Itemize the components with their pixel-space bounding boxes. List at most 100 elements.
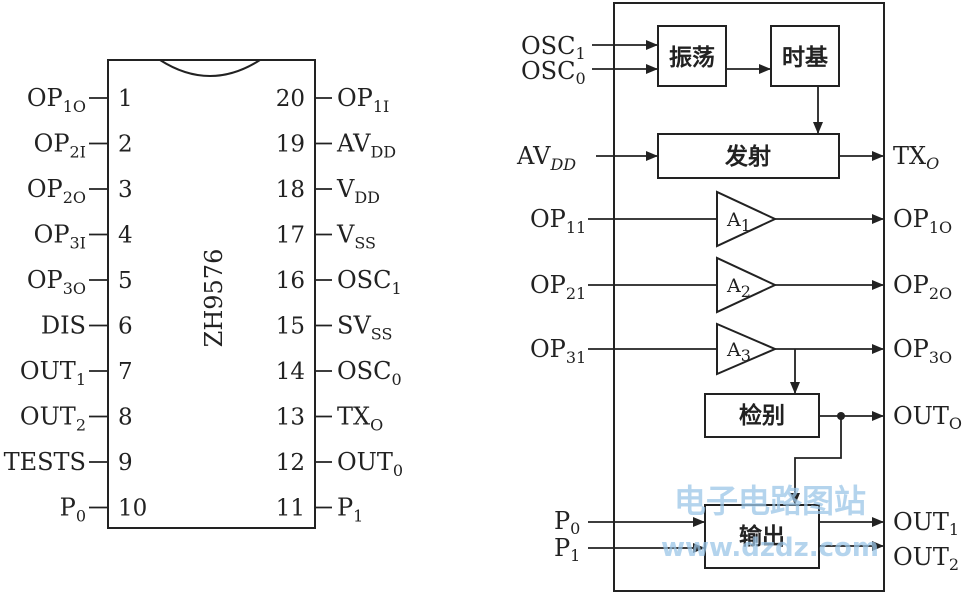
oscillator-block: 振荡 bbox=[657, 25, 727, 87]
right-pin-20: 20 OP1I bbox=[276, 84, 390, 116]
pin-number: 3 bbox=[118, 177, 133, 203]
detect-block: 检别 bbox=[704, 393, 820, 438]
left-pin-4: 4 OP3I bbox=[34, 221, 133, 253]
right-pin-17: 17 VSS bbox=[276, 221, 376, 253]
left-pin-3: 3 OP2O bbox=[27, 175, 133, 207]
right-pin-11: 11 P1 bbox=[276, 494, 364, 526]
pin-name: OP1O bbox=[27, 84, 86, 116]
right-pin-12: 12 OUT0 bbox=[276, 448, 403, 480]
label-op3o-out: OP3O bbox=[893, 335, 952, 367]
pin-name: OUT2 bbox=[20, 403, 86, 435]
label-p0-in: P0 bbox=[554, 507, 580, 538]
pin-name: VDD bbox=[336, 175, 380, 207]
pin-number: 18 bbox=[276, 177, 305, 203]
left-pin-1: 1 OP1O bbox=[27, 84, 133, 116]
label-out1-out: OUT1 bbox=[893, 508, 959, 539]
right-pin-14: 14 OSC0 bbox=[276, 357, 402, 389]
watermark-url: www.dzdz.com bbox=[661, 533, 879, 563]
amp-a3: A3 bbox=[716, 322, 778, 376]
block-diagram: 振荡 时基 发射 检别 输出 A1 A2 A3 bbox=[516, 2, 962, 592]
pin-name: OSC1 bbox=[337, 266, 402, 298]
left-pin-2: 2 OP2I bbox=[34, 130, 133, 162]
pin-number: 14 bbox=[276, 359, 305, 385]
block-frame bbox=[613, 2, 885, 592]
pin-number: 10 bbox=[118, 496, 147, 522]
pin-number: 5 bbox=[118, 268, 133, 294]
pin-number: 1 bbox=[118, 86, 133, 112]
label-p1-in: P1 bbox=[554, 534, 580, 565]
label-op21-in: OP21 bbox=[530, 271, 586, 303]
svg-text:A3: A3 bbox=[726, 339, 751, 365]
pin-name: P0 bbox=[60, 494, 86, 526]
pin-number: 2 bbox=[118, 132, 133, 158]
svg-text:A1: A1 bbox=[726, 209, 751, 235]
label-osc1-in: OSC1 bbox=[521, 32, 586, 63]
pin-number: 17 bbox=[276, 223, 305, 249]
label-txo-out: TXO bbox=[893, 142, 939, 173]
label-osc0-in: OSC0 bbox=[521, 57, 586, 88]
oscillator-label: 振荡 bbox=[669, 44, 715, 71]
pin-name: SVSS bbox=[337, 312, 392, 344]
pin-name: P1 bbox=[337, 494, 363, 526]
right-pin-13: 13 TXO bbox=[276, 403, 384, 435]
svg-text:A2: A2 bbox=[726, 275, 751, 301]
pin-number: 16 bbox=[276, 268, 305, 294]
chip-pinout: ZH9576 1OP1O2OP2I3OP2O4OP3I5OP3O6DIS7OUT… bbox=[4, 59, 403, 529]
pin-name: OUT1 bbox=[20, 357, 86, 389]
pin-name: DIS bbox=[41, 312, 86, 340]
label-op11-in: OP11 bbox=[530, 205, 586, 237]
pin-number: 7 bbox=[118, 359, 133, 385]
output-label: 输出 bbox=[739, 523, 785, 550]
label-op1o-out: OP1O bbox=[893, 205, 952, 237]
watermark: 电子电路图站 www.dzdz.com bbox=[661, 482, 879, 563]
pin-name: OSC0 bbox=[337, 357, 402, 389]
pin-number: 20 bbox=[276, 86, 305, 112]
label-outo-out: OUTO bbox=[893, 402, 962, 433]
label-out2-out: OUT2 bbox=[893, 543, 959, 574]
left-pin-list: 1 OP1O 2 OP2I 3 OP2O 4 OP3I 5 OP3O 6 DIS 7 OUT1 8 OUT2 9… bbox=[4, 84, 148, 526]
pin-number: 19 bbox=[276, 132, 305, 158]
pin-name: VSS bbox=[336, 221, 376, 253]
pin-name: OP3I bbox=[34, 221, 86, 253]
pin-name: OP3O bbox=[27, 266, 86, 298]
chip-body bbox=[107, 59, 316, 529]
pin-number: 8 bbox=[118, 405, 133, 431]
label-op31-in: OP31 bbox=[530, 335, 586, 367]
left-pin-7: 7 OUT1 bbox=[20, 357, 133, 389]
pin-name: OP2O bbox=[27, 175, 86, 207]
output-block: 输出 bbox=[704, 504, 820, 569]
pin-number: 15 bbox=[276, 314, 305, 340]
detect-label: 检别 bbox=[739, 402, 785, 429]
right-pin-16: 16 OSC1 bbox=[276, 266, 402, 298]
pin-number: 13 bbox=[276, 405, 305, 431]
pin-name: TESTS bbox=[4, 448, 86, 476]
timebase-label: 时基 bbox=[782, 45, 829, 71]
amp-a1: A1 bbox=[716, 190, 778, 248]
pin-number: 12 bbox=[276, 450, 305, 476]
pin-number: 6 bbox=[118, 314, 133, 340]
timebase-block: 时基 bbox=[770, 25, 840, 87]
transmit-block: 发射 bbox=[657, 133, 840, 179]
pin-number: 11 bbox=[276, 496, 305, 522]
pin-name: OUT0 bbox=[337, 448, 403, 480]
pin-number: 4 bbox=[118, 223, 133, 249]
junction-dot bbox=[837, 412, 845, 420]
left-pin-5: 5 OP3O bbox=[27, 266, 133, 298]
pin-name: TXO bbox=[337, 403, 383, 435]
transmit-label: 发射 bbox=[724, 143, 771, 170]
amp-a2: A2 bbox=[716, 256, 778, 314]
label-avdd-in: AVDD bbox=[516, 142, 576, 174]
right-pin-15: 15 SVSS bbox=[276, 312, 393, 344]
watermark-title: 电子电路图站 bbox=[674, 482, 866, 520]
right-pin-18: 18 VDD bbox=[276, 175, 380, 207]
pin-name: OP2I bbox=[34, 130, 86, 162]
left-pin-6: 6 DIS bbox=[41, 312, 133, 340]
left-pin-8: 8 OUT2 bbox=[20, 403, 133, 435]
pin-name: OP1I bbox=[337, 84, 389, 116]
chip-name: ZH9576 bbox=[200, 249, 228, 348]
left-pin-10: 10 P0 bbox=[60, 494, 148, 526]
